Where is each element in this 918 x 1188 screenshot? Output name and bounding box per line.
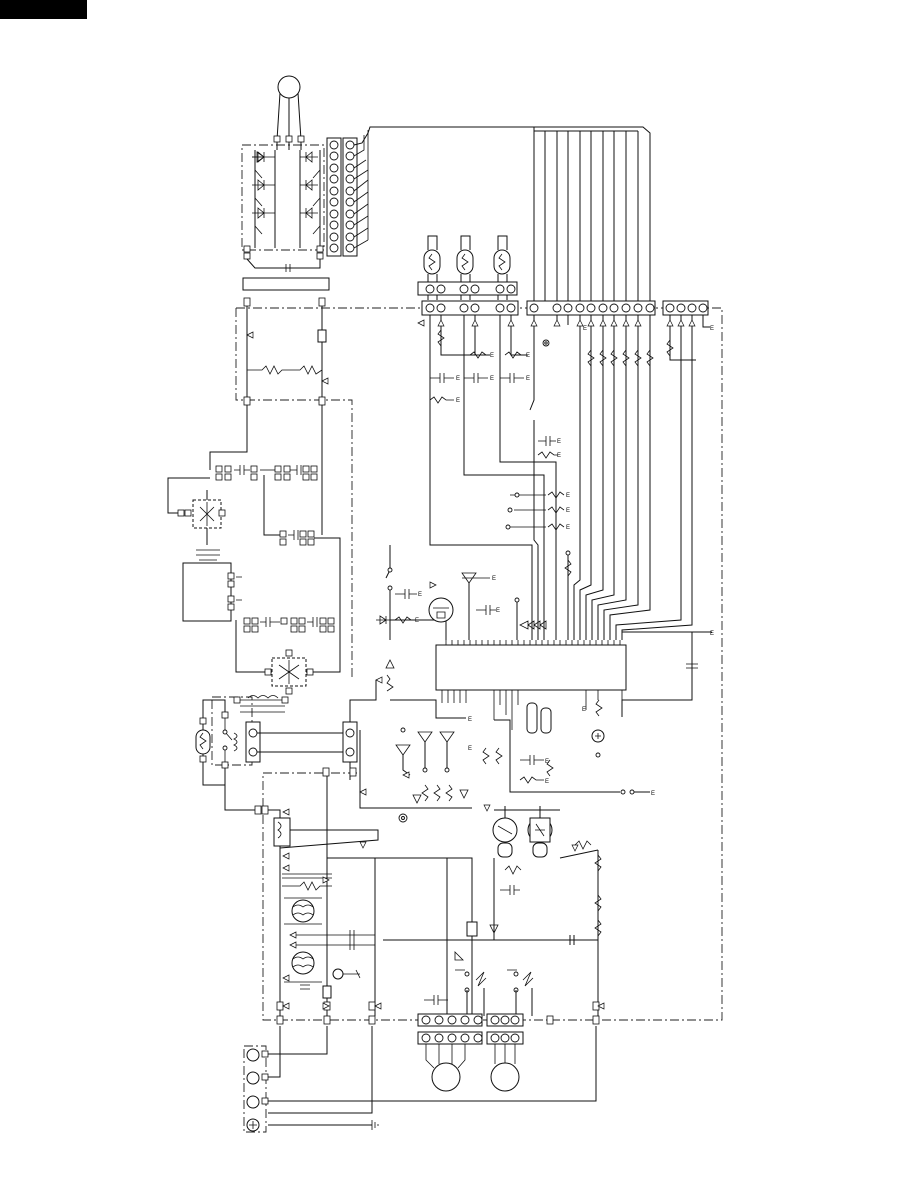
ground-label: E bbox=[710, 326, 714, 332]
ground-label: E bbox=[566, 508, 570, 514]
signal-wiring bbox=[430, 315, 710, 640]
relay-block bbox=[360, 728, 472, 822]
fan-motor-right bbox=[487, 1014, 523, 1091]
ground-label: E bbox=[418, 592, 422, 598]
ground-label: E bbox=[496, 608, 500, 614]
connector-row-right bbox=[663, 301, 708, 315]
connector-row-mid bbox=[527, 301, 655, 315]
power-board bbox=[168, 298, 340, 768]
ground-label: E bbox=[557, 453, 561, 459]
ground-label: E bbox=[710, 631, 714, 637]
ground-label: E bbox=[492, 576, 496, 582]
ground-label: E bbox=[545, 779, 549, 785]
ground-labels: E E E E E E E E E E E E E E E E E E E E … bbox=[415, 326, 714, 797]
ground-label: E bbox=[582, 707, 586, 713]
ground-label: E bbox=[566, 525, 570, 531]
ground-label: E bbox=[566, 493, 570, 499]
ground-label: E bbox=[526, 353, 530, 359]
terminal-strip-top bbox=[327, 127, 650, 305]
ipm-bridge bbox=[243, 142, 329, 290]
ground-label: E bbox=[545, 759, 549, 765]
ground-label: E bbox=[583, 326, 587, 332]
thermistors bbox=[418, 236, 517, 300]
relay-outputs bbox=[424, 970, 533, 1016]
ground-label: E bbox=[415, 618, 419, 624]
ground-label: E bbox=[557, 439, 561, 445]
ground-label: E bbox=[456, 376, 460, 382]
ground-label: E bbox=[456, 398, 460, 404]
ground-label: E bbox=[526, 376, 530, 382]
motor-top bbox=[274, 76, 304, 142]
ground-label: E bbox=[490, 376, 494, 382]
ground-label: E bbox=[651, 791, 655, 797]
ground-label: E bbox=[468, 717, 472, 723]
ground-label: E bbox=[468, 746, 472, 752]
opto-section bbox=[490, 806, 601, 1016]
power-transformers bbox=[268, 776, 598, 1016]
connector-row-left bbox=[422, 301, 518, 315]
microcontroller bbox=[436, 632, 712, 730]
ground-label: E bbox=[490, 353, 494, 359]
fan-motor-left bbox=[418, 1014, 482, 1091]
